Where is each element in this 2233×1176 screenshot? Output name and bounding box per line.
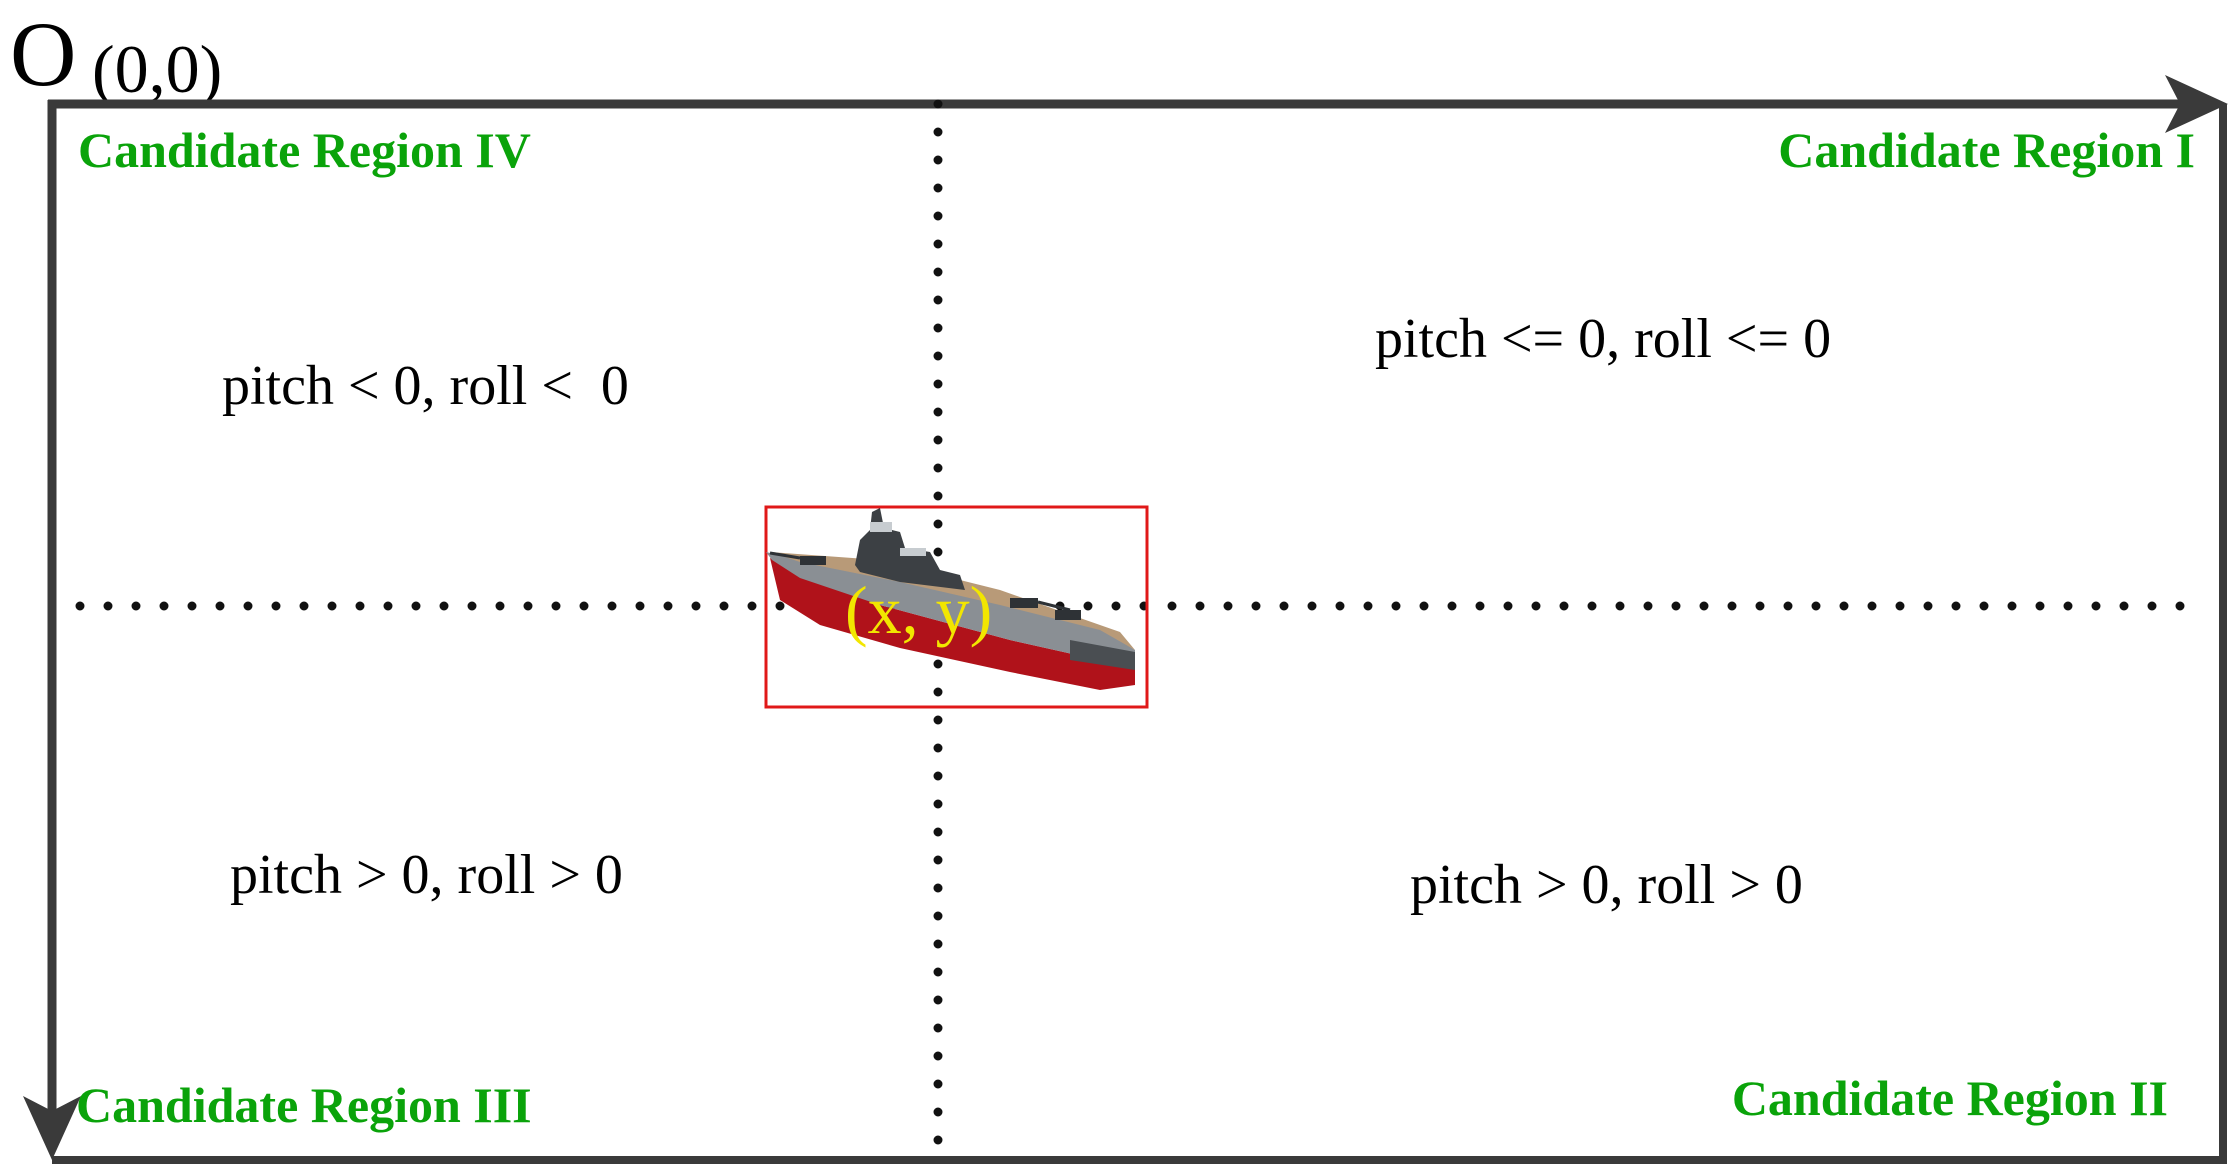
region-i-label: Candidate Region I bbox=[1778, 122, 2195, 178]
region-ii-label: Candidate Region II bbox=[1732, 1070, 2168, 1126]
region-iii-label: Candidate Region III bbox=[76, 1077, 532, 1133]
arrow-down-icon bbox=[23, 1096, 81, 1160]
arrow-right-icon bbox=[2165, 75, 2228, 133]
region-i-condition: pitch <= 0, roll <= 0 bbox=[1375, 308, 1831, 370]
region-ii-condition: pitch > 0, roll > 0 bbox=[1410, 854, 1803, 916]
center-point-label: (x, y) bbox=[845, 572, 992, 648]
region-iv-condition: pitch < 0, roll < 0 bbox=[222, 355, 629, 417]
ship-bounding-box bbox=[764, 505, 1149, 709]
origin-letter: O bbox=[10, 3, 76, 105]
origin-coords: (0,0) bbox=[92, 31, 222, 107]
region-iii-condition: pitch > 0, roll > 0 bbox=[230, 844, 623, 906]
region-iv-label: Candidate Region IV bbox=[78, 122, 531, 178]
battleship-icon bbox=[766, 508, 1135, 690]
